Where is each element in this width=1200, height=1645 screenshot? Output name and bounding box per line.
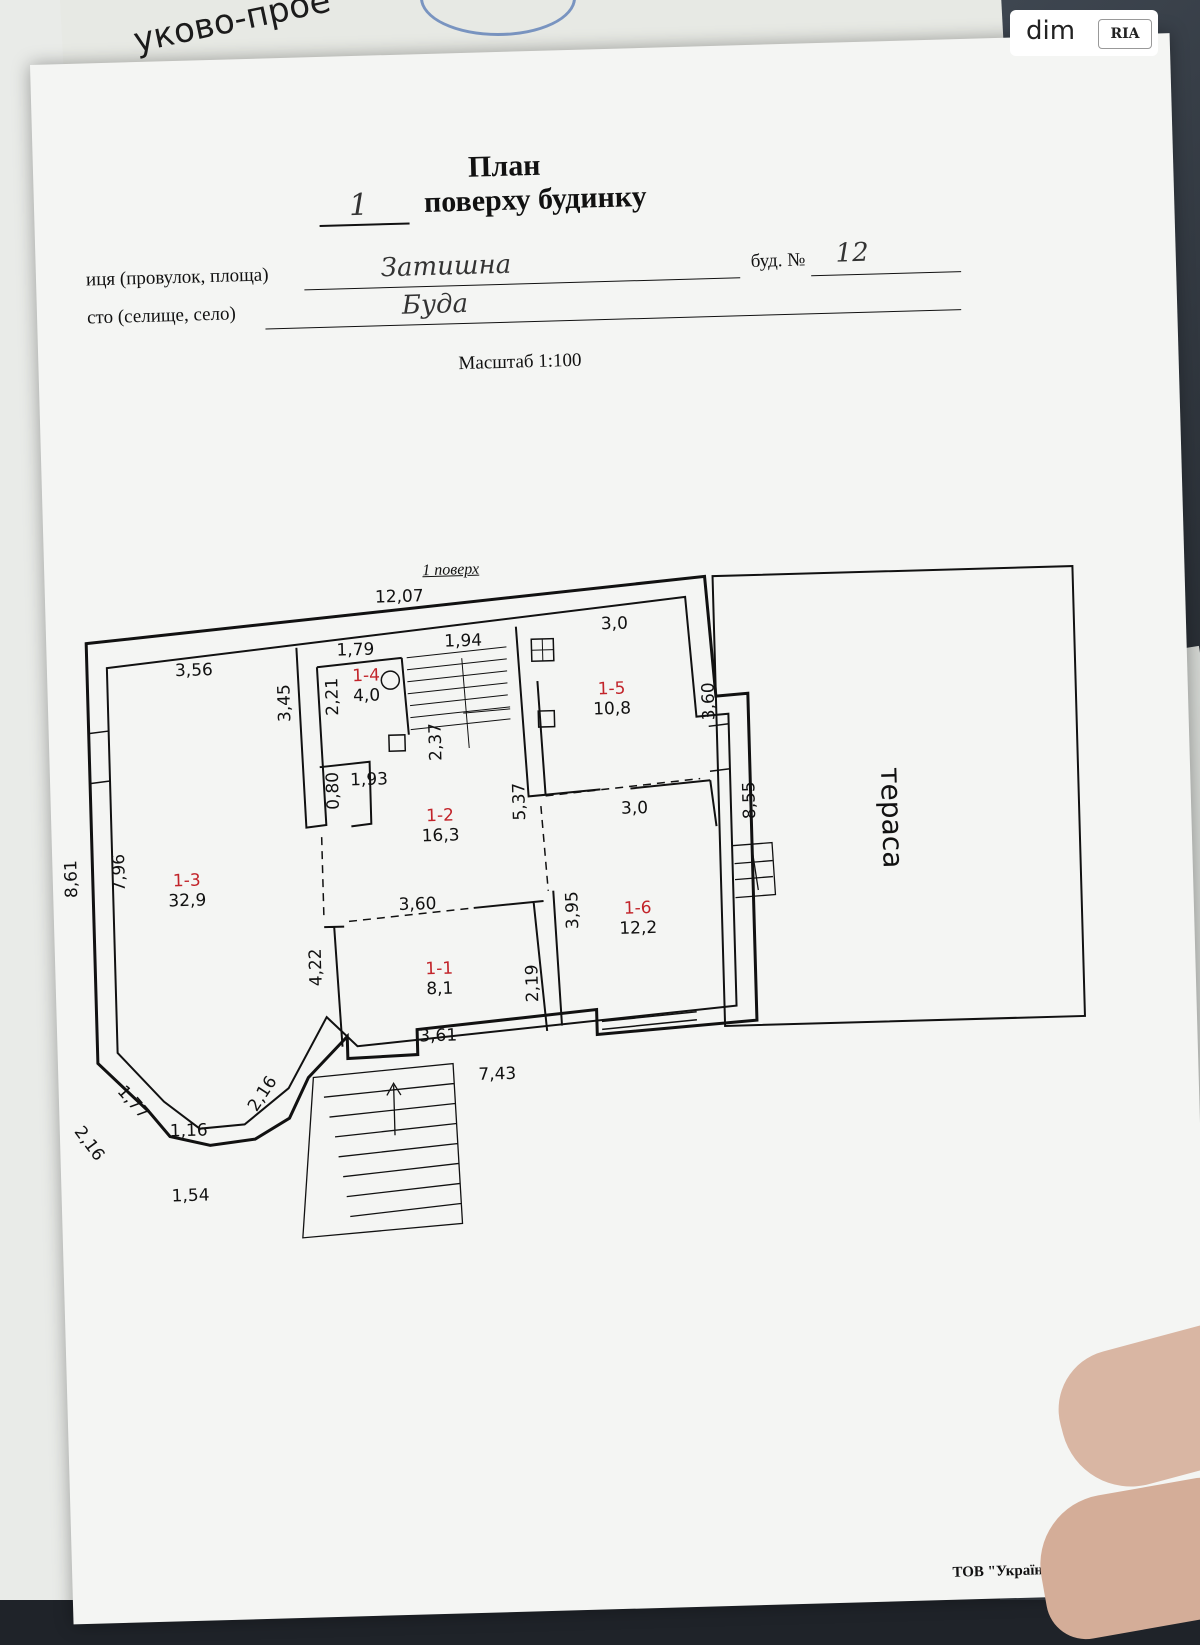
page-subtitle: поверху будинку (423, 179, 648, 220)
dim-label: 1,94 (443, 630, 483, 652)
room-area: 16,3 (421, 825, 460, 847)
room-id: 1-3 (172, 870, 201, 892)
dim-ria-logo: dim RIA (1010, 10, 1158, 56)
dim-label: 1,93 (349, 769, 389, 791)
room-area: 12,2 (619, 917, 658, 939)
room-id: 1-5 (597, 678, 626, 700)
room-id: 1-6 (623, 897, 652, 919)
house-line (811, 271, 962, 277)
dim-label: 8,55 (739, 780, 761, 820)
dim-label: 3,60 (398, 893, 437, 916)
street-label: иця (провулок, площа) (85, 264, 269, 291)
dim-label: 2,19 (522, 964, 544, 1003)
floor-number: 1 (348, 187, 369, 224)
dim-label: 3,60 (698, 682, 720, 721)
room-separators (320, 777, 701, 923)
dim-label: 0,80 (322, 771, 344, 811)
dim-label: 3,0 (600, 613, 629, 635)
boiler-fixture (537, 709, 556, 728)
page-title: План (467, 148, 541, 184)
radiator-grid (531, 638, 554, 661)
dim-label: 3,0 (620, 798, 649, 819)
terrace-outline (711, 565, 1086, 1027)
scale: Масштаб 1:100 (458, 349, 582, 375)
dim-label: 12,07 (374, 586, 424, 608)
house-label: буд. № (750, 249, 806, 272)
house-value: 12 (835, 237, 870, 269)
room-area: 4,0 (352, 685, 381, 707)
room-id: 1-2 (425, 805, 455, 827)
outer-wall (84, 574, 759, 1147)
windows (88, 723, 731, 1031)
street-value: Затишна (380, 249, 512, 284)
street-line (304, 277, 741, 291)
sink-fixture (388, 734, 407, 753)
city-value: Буда (401, 288, 469, 321)
dim-label: 3,56 (174, 660, 214, 682)
toilet-fixture (380, 670, 401, 690)
dim-label: 7,43 (478, 1063, 517, 1085)
inner-outline (105, 595, 738, 1130)
room-id: 1-1 (425, 958, 454, 980)
room-area: 32,9 (168, 890, 207, 912)
city-label: сто (селище, село) (86, 303, 237, 329)
entrance-stairs (302, 1062, 464, 1239)
city-line (265, 309, 962, 330)
dim-label: 2,37 (425, 722, 447, 762)
dim-label: 1,79 (336, 639, 375, 661)
wall-partitions (295, 626, 718, 1047)
dim-label: 3,45 (274, 683, 296, 723)
dim-label: 1,54 (171, 1185, 210, 1207)
floor-underline (319, 222, 410, 227)
dim-label: 3,95 (562, 890, 584, 930)
logo-dim-text: dim (1026, 16, 1076, 46)
room-area: 8,1 (426, 978, 454, 1000)
room-area: 10,8 (592, 698, 632, 720)
dim-label: 3,61 (418, 1025, 458, 1047)
dim-label: 7,96 (108, 853, 131, 893)
dim-label: 8,61 (61, 859, 83, 899)
plan-document: План 1 поверху будинку иця (провулок, пл… (30, 33, 1200, 1625)
dim-label: 2,21 (322, 677, 344, 716)
dim-label: 5,37 (509, 782, 531, 821)
side-steps (732, 841, 777, 899)
terrace-label: тераса (873, 766, 910, 869)
room-id: 1-4 (351, 665, 381, 687)
logo-ria-badge: RIA (1098, 19, 1152, 49)
floor-plan-drawing (84, 565, 1086, 1239)
stair-lines (406, 646, 511, 749)
dim-label: 4,22 (305, 948, 327, 987)
dim-label: 1,16 (169, 1120, 208, 1142)
